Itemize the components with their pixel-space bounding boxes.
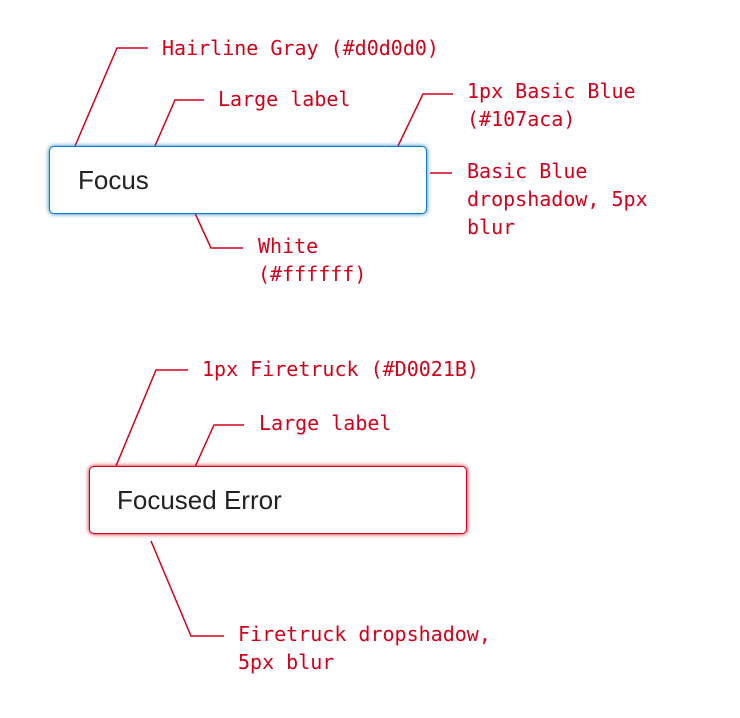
leader-focus-background [187,197,243,249]
error-input-example: Focused Error [89,466,467,534]
note-focus-border: 1px Basic Blue (#107aca) [467,79,636,131]
leader-focus-border [397,93,453,147]
leader-error-large-label [189,424,244,479]
note-hairline-gray: Hairline Gray (#d0d0d0) [162,36,439,60]
note-error-border: 1px Firetruck (#D0021B) [202,357,479,381]
note-error-large-label: Large label [259,411,392,435]
note-error-shadow: Firetruck dropshadow, 5px blur [238,622,491,674]
note-focus-background: White (#ffffff) [258,234,367,286]
leader-error-shadow [150,540,224,637]
error-field-label: Focused Error [117,484,282,515]
leader-focus-large-label [150,99,204,156]
leader-error-border [115,369,188,467]
focus-field-label: Focus [78,164,149,195]
focus-input-example: Focus [49,146,427,214]
note-focus-shadow: Basic Blue dropshadow, 5px blur [467,159,648,239]
note-focus-large-label: Large label [218,87,351,111]
leader-hairline [74,47,148,147]
